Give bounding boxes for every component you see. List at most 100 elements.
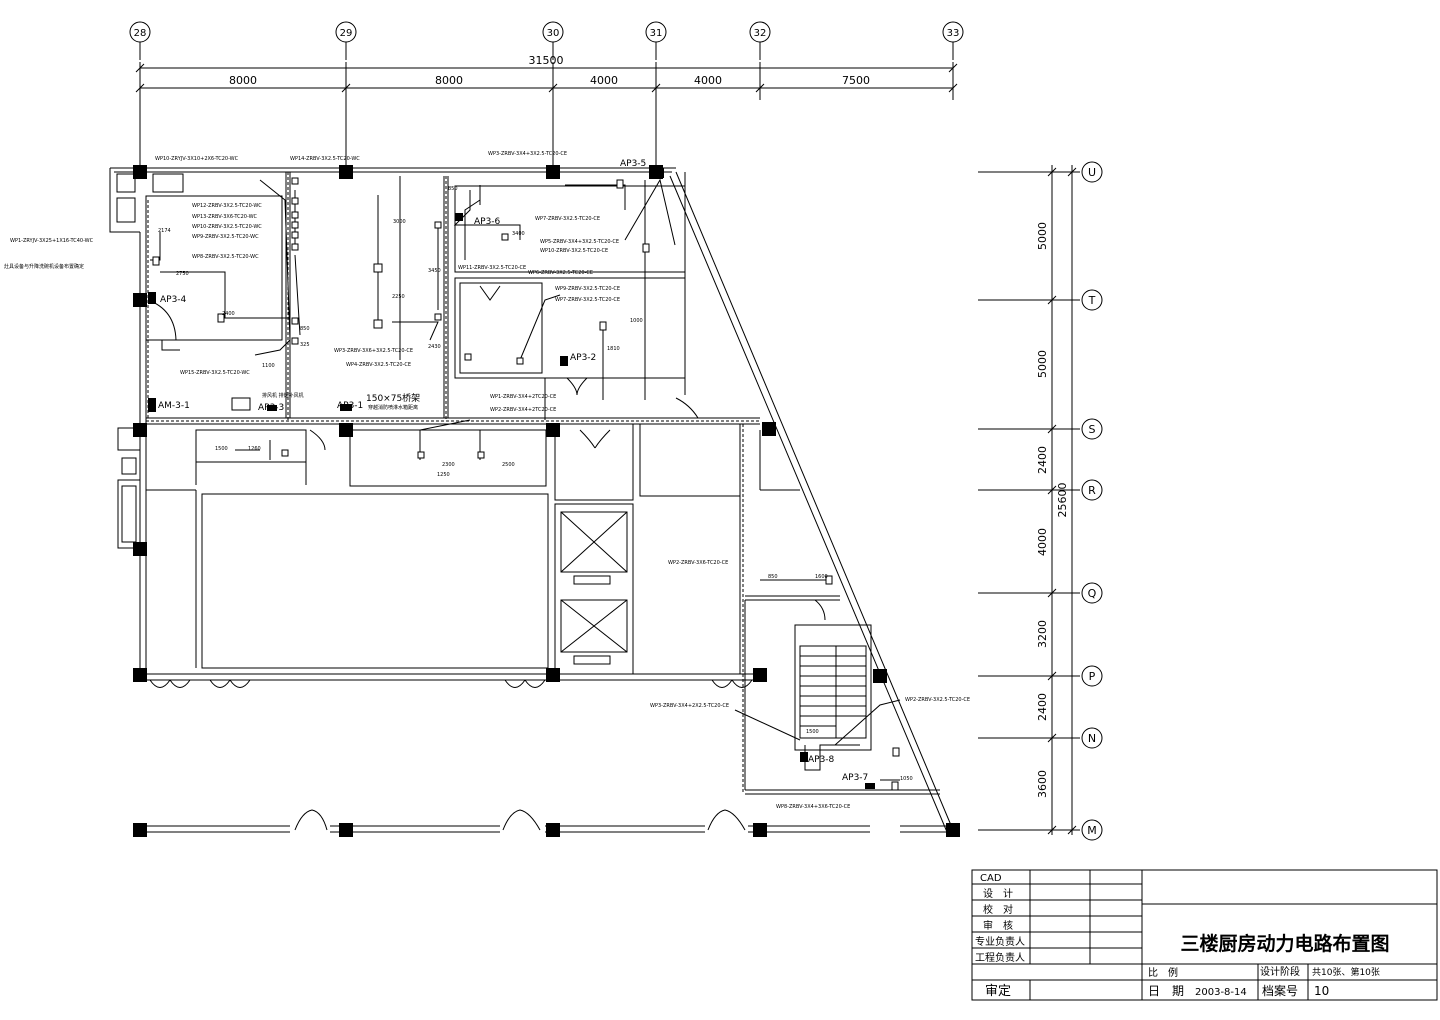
axis-bubble-28: [129, 21, 151, 60]
axis-bubble-31: [645, 21, 667, 60]
panel-label-ap3-5: AP3-5: [620, 159, 646, 169]
tb-cad: CAD: [980, 873, 1002, 884]
panel-label-am3-1: AM-3-1: [158, 401, 190, 411]
axis-label-R: R: [1088, 484, 1096, 497]
right-dim-2: 5000: [1036, 350, 1049, 378]
tb-check-label: 校 对: [983, 903, 1013, 916]
axis-bubble-32: [749, 21, 771, 60]
top-dim-1: 8000: [229, 74, 257, 87]
small-dim: 1500: [806, 729, 819, 735]
small-dim: 325: [300, 342, 310, 348]
axis-label-N: N: [1088, 732, 1096, 745]
small-dim: 2400: [222, 311, 235, 317]
axis-label-S: S: [1089, 423, 1096, 436]
circuit-label-5: WP10-ZRBV-3X2.5-TC20-WC: [192, 224, 262, 230]
small-dim: 2750: [176, 271, 189, 277]
tb-date-value: 2003-8-14: [1195, 987, 1247, 998]
panel-label-ap3-1: AP3-1: [337, 401, 363, 411]
panel-label-ap3-2: AP3-2: [570, 353, 596, 363]
circuit-label-12: WP1-ZRBV-3X4+2TC20-CE: [490, 394, 556, 400]
small-dim: 850: [448, 186, 458, 192]
right-dim-4: 4000: [1036, 528, 1049, 556]
circuit-label-10: WP4-ZRBV-3X2.5-TC20-CE: [346, 362, 411, 368]
circuit-label-24: WP8-ZRBV-3X4+3X6-TC20-CE: [776, 804, 850, 810]
top-dim-2: 8000: [435, 74, 463, 87]
small-dim: 1810: [607, 346, 620, 352]
axis-label-31: 31: [650, 28, 663, 39]
circuit-label-20: WP11-ZRBV-3X2.5-TC20-CE: [458, 265, 526, 271]
small-dim: 3400: [512, 231, 525, 237]
tb-date-label: 日 期: [1148, 984, 1184, 998]
circuit-label-18: WP9-ZRBV-3X2.5-TC20-CE: [555, 286, 620, 292]
top-dimension-lines: [135, 62, 958, 175]
circuit-label-6: WP9-ZRBV-3X2.5-TC20-WC: [192, 234, 259, 240]
small-dim: 2300: [442, 462, 455, 468]
axis-label-28: 28: [134, 28, 147, 39]
axis-label-30: 30: [547, 28, 560, 39]
axis-label-M: M: [1087, 824, 1097, 837]
axis-label-Q: Q: [1088, 587, 1097, 600]
circuit-label-9: WP3-ZRBV-3X6+3X2.5-TC20-CE: [334, 348, 413, 354]
circuit-label-1: WP10-ZRYJV-3X10+2X6-TC20-WC: [155, 156, 239, 162]
small-dim: 1250: [437, 472, 450, 478]
small-dim: 2500: [502, 462, 515, 468]
axis-bubble-33: [942, 21, 964, 60]
title-block: [971, 869, 1438, 1001]
circuit-label-14: WP7-ZRBV-3X2.5-TC20-CE: [535, 216, 600, 222]
panel-label-ap3-6: AP3-6: [474, 217, 501, 227]
right-dim-3: 2400: [1036, 446, 1049, 474]
right-axis-lines: [978, 161, 1103, 841]
circuit-label-4: WP13-ZRBV-3X6-TC20-WC: [192, 214, 258, 220]
panel-boxes: [148, 168, 875, 789]
top-axis-bubbles: [129, 21, 964, 60]
right-total-dimension: 25600: [1056, 483, 1069, 518]
axis-bubble-29: [335, 21, 357, 60]
building-walls: [109, 167, 954, 833]
tb-design-label: 设 计: [983, 887, 1013, 900]
tb-discipline-lead-label: 专业负责人: [975, 935, 1025, 948]
tb-approve-label: 审定: [985, 984, 1011, 999]
tb-review-label: 审 核: [983, 919, 1013, 932]
axis-label-33: 33: [947, 28, 960, 39]
note-duct: 150×75桥架: [366, 392, 420, 404]
circuit-label-22: WP3-ZRBV-3X4+2X2.5-TC20-CE: [650, 703, 729, 709]
note-left-circuit: WP1-ZRYJV-3X25+1X16-TC40-WC: [10, 238, 94, 244]
note-duct-sub: 穿越消防喷淋水箱距离: [368, 404, 418, 411]
small-dim: 1050: [900, 776, 913, 782]
tb-archive-label: 档案号: [1262, 983, 1298, 998]
right-dim-1: 5000: [1036, 222, 1049, 250]
top-dim-4: 4000: [694, 74, 722, 87]
right-dim-7: 3600: [1036, 770, 1049, 798]
small-dim: 1500: [215, 446, 228, 452]
tb-stage-label: 设计阶段: [1260, 965, 1300, 978]
equipment-symbols: [152, 177, 900, 791]
note-left-equipment: 灶具设备与升降洗碗机设备布置确定: [4, 263, 84, 270]
top-dim-5: 7500: [842, 74, 870, 87]
circuit-label-23: WP2-ZRBV-3X2.5-TC20-CE: [905, 697, 970, 703]
circuit-label-13: WP2-ZRBV-3X4+2TC20-CE: [490, 407, 556, 413]
circuit-label-19: WP7-ZRBV-3X2.5-TC20-CE: [555, 297, 620, 303]
axis-label-P: P: [1089, 670, 1096, 683]
structural-columns: [133, 165, 960, 837]
small-dim: 1260: [248, 446, 261, 452]
circuit-label-7: WP8-ZRBV-3X2.5-TC20-WC: [192, 254, 259, 260]
small-dim: 3000: [393, 219, 406, 225]
top-dim-3: 4000: [590, 74, 618, 87]
axis-label-U: U: [1088, 166, 1096, 179]
small-dim: 3450: [428, 268, 441, 274]
axis-label-T: T: [1088, 294, 1096, 307]
tb-scale-label: 比 例: [1148, 966, 1178, 979]
small-dim: 2430: [428, 344, 441, 350]
panel-label-ap3-8: AP3-8: [808, 755, 835, 765]
circuit-label-3: WP12-ZRBV-3X2.5-TC20-WC: [192, 203, 262, 209]
small-dim: 1600: [815, 574, 828, 580]
small-dim: 1000: [630, 318, 643, 324]
circuit-label-15: WP5-ZRBV-3X4+3X2.5-TC20-CE: [540, 239, 619, 245]
circuit-label-8: WP15-ZRBV-3X2.5-TC20-WC: [180, 370, 250, 376]
small-dim: 1100: [262, 363, 275, 369]
tb-sheet-value: 共10张、第10张: [1312, 966, 1380, 978]
circuit-label-11: WP3-ZRBV-3X4+3X2.5-TC20-CE: [488, 151, 567, 157]
tb-archive-value: 10: [1314, 984, 1329, 998]
right-dim-5: 3200: [1036, 620, 1049, 648]
